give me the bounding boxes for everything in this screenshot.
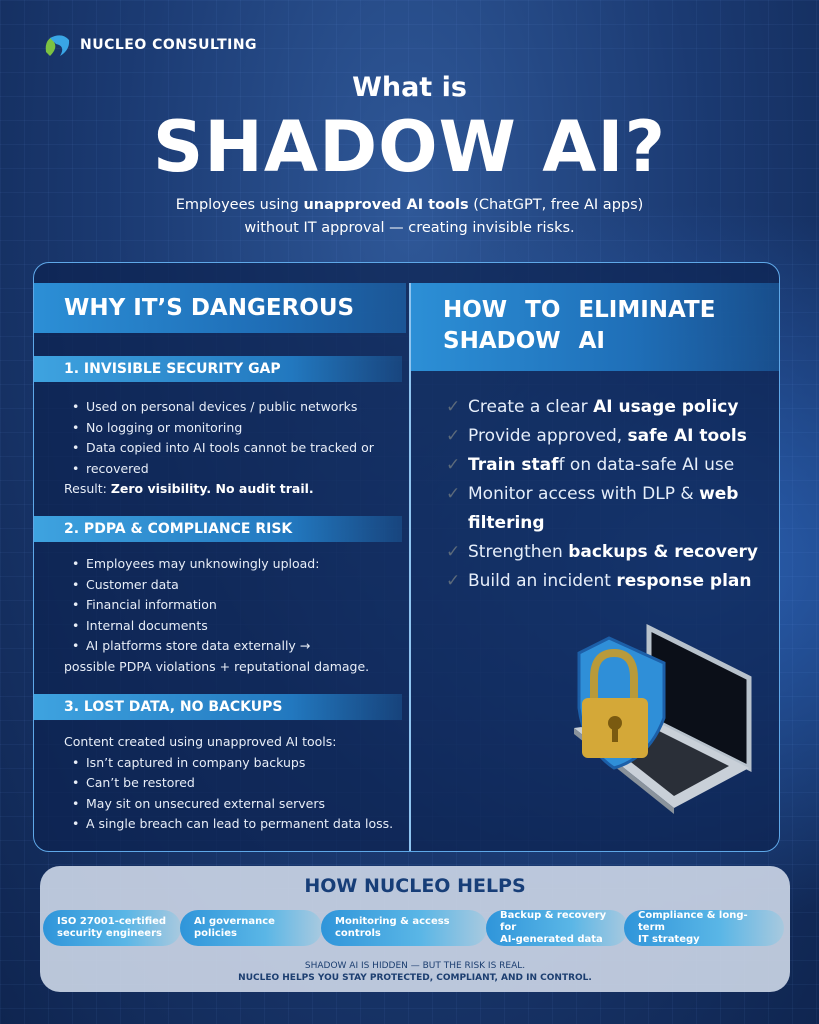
eliminate-heading-line2: SHADOW AI	[443, 328, 605, 354]
brand-logo: NUCLEO CONSULTING	[42, 30, 257, 60]
hero-pretitle: What is	[352, 72, 467, 103]
pill-line: Monitoring & access controls	[335, 916, 450, 939]
result-value: Zero visibility. No audit trail.	[110, 481, 314, 496]
list-item: Customer data	[64, 575, 369, 596]
padlock-icon	[590, 648, 638, 703]
column-divider	[409, 283, 411, 851]
section-title-security-gap: 1. INVISIBLE SECURITY GAP	[34, 356, 402, 382]
list-item: Financial information	[64, 595, 369, 616]
brand-name: NUCLEO CONSULTING	[80, 37, 258, 53]
subtitle-bold: unapproved AI tools	[303, 197, 469, 213]
eliminate-heading-line1: HOW TO ELIMINATE	[443, 297, 716, 323]
result-line: Result: Zero visibility. No audit trail.	[64, 479, 374, 500]
eliminate-heading: HOW TO ELIMINATE SHADOW AI	[411, 283, 779, 371]
eliminate-steps: ✓ Create a clear AI usage policy ✓ Provide…	[446, 393, 758, 596]
laptop-lock-illustration	[574, 623, 752, 814]
step-text: Monitor access with DLP &	[468, 484, 700, 504]
compliance-list: Employees may unknowingly upload: Custom…	[64, 554, 369, 677]
footer-line2: NUCLEO HELPS YOU STAY PROTECTED, COMPLIA…	[238, 973, 592, 983]
helps-title: HOW NUCLEO HELPS	[304, 875, 526, 897]
pill-line: ISO 27001-certified	[57, 916, 167, 927]
step-bold: response plan	[616, 571, 752, 591]
step-bold: backups & recovery	[568, 542, 759, 562]
list-item: Can’t be restored	[64, 773, 393, 794]
security-gap-list: Used on personal devices / public networ…	[64, 397, 374, 500]
step-item: ✓ Strengthen backups & recovery	[446, 538, 758, 567]
check-icon: ✓	[446, 397, 461, 417]
pill-ai-governance: AI governance policies	[180, 910, 322, 946]
step-item: ✓ Build an incident response plan	[446, 567, 758, 596]
pill-line: IT strategy	[638, 934, 700, 945]
pill-line: AI governance policies	[194, 916, 275, 939]
lost-data-list: Content created using unapproved AI tool…	[64, 732, 393, 835]
step-text: Provide approved,	[468, 426, 628, 446]
check-icon: ✓	[446, 484, 461, 504]
helps-footer: SHADOW AI IS HIDDEN — BUT THE RISK IS RE…	[40, 960, 790, 984]
subtitle-line2: without IT approval — creating invisible…	[244, 220, 575, 236]
hero-subtitle: Employees using unapproved AI tools (Cha…	[0, 194, 819, 240]
step-bold: web filtering	[468, 484, 739, 533]
list-item: May sit on unsecured external servers	[64, 794, 393, 815]
list-item: A single breach can lead to permanent da…	[64, 814, 393, 835]
check-icon: ✓	[446, 426, 461, 446]
footer-line1: SHADOW AI IS HIDDEN — BUT THE RISK IS RE…	[304, 961, 526, 971]
step-text: Build an incident	[468, 571, 617, 591]
step-bold: safe AI tools	[627, 426, 747, 446]
step-item: ✓ Monitor access with DLP & web filtering	[446, 480, 746, 538]
hero-title: SHADOW AI?	[152, 106, 667, 188]
step-bold: Train staf	[468, 455, 559, 475]
check-icon: ✓	[446, 542, 461, 562]
pill-line: AI-generated data	[500, 934, 603, 945]
lost-data-intro: Content created using unapproved AI tool…	[64, 734, 337, 749]
section-title-compliance: 2. PDPA & COMPLIANCE RISK	[34, 516, 402, 542]
list-item: recovered	[64, 459, 374, 480]
main-card: WHY IT’S DANGEROUS 1. INVISIBLE SECURITY…	[33, 262, 780, 852]
list-item: AI platforms store data externally →	[64, 636, 369, 657]
subtitle-post: (ChatGPT, free AI apps)	[468, 197, 644, 213]
step-text: Strengthen	[468, 542, 569, 562]
section-title-lost-data: 3. LOST DATA, NO BACKUPS	[34, 694, 402, 720]
result-label: Result:	[64, 481, 111, 496]
subtitle-pre: Employees using	[175, 197, 304, 213]
check-icon: ✓	[446, 455, 461, 475]
step-text: f on data-safe AI use	[558, 455, 735, 475]
compliance-tail: possible PDPA violations + reputational …	[64, 658, 370, 674]
pill-monitoring: Monitoring & access controls	[321, 910, 487, 946]
list-item: No logging or monitoring	[64, 418, 374, 439]
step-item: ✓ Create a clear AI usage policy	[446, 393, 758, 422]
nucleo-logo-icon	[45, 35, 70, 56]
list-item: Employees may unknowingly upload:	[64, 554, 369, 575]
pill-line: Backup & recovery for	[500, 910, 607, 933]
step-bold: AI usage policy	[593, 397, 739, 417]
check-icon: ✓	[446, 571, 461, 591]
step-item: ✓ Provide approved, safe AI tools	[446, 422, 758, 451]
list-item: Data copied into AI tools cannot be trac…	[64, 438, 374, 459]
pill-line: Compliance & long-term	[638, 910, 748, 933]
list-item: Isn’t captured in company backups	[64, 753, 393, 774]
why-dangerous-heading: WHY IT’S DANGEROUS	[34, 283, 406, 333]
pill-line: security engineers	[57, 928, 162, 939]
list-item: Internal documents	[64, 616, 369, 637]
step-item: ✓ Train staff on data-safe AI use	[446, 451, 758, 480]
list-item: Used on personal devices / public networ…	[64, 397, 374, 418]
step-text: Create a clear	[468, 397, 594, 417]
